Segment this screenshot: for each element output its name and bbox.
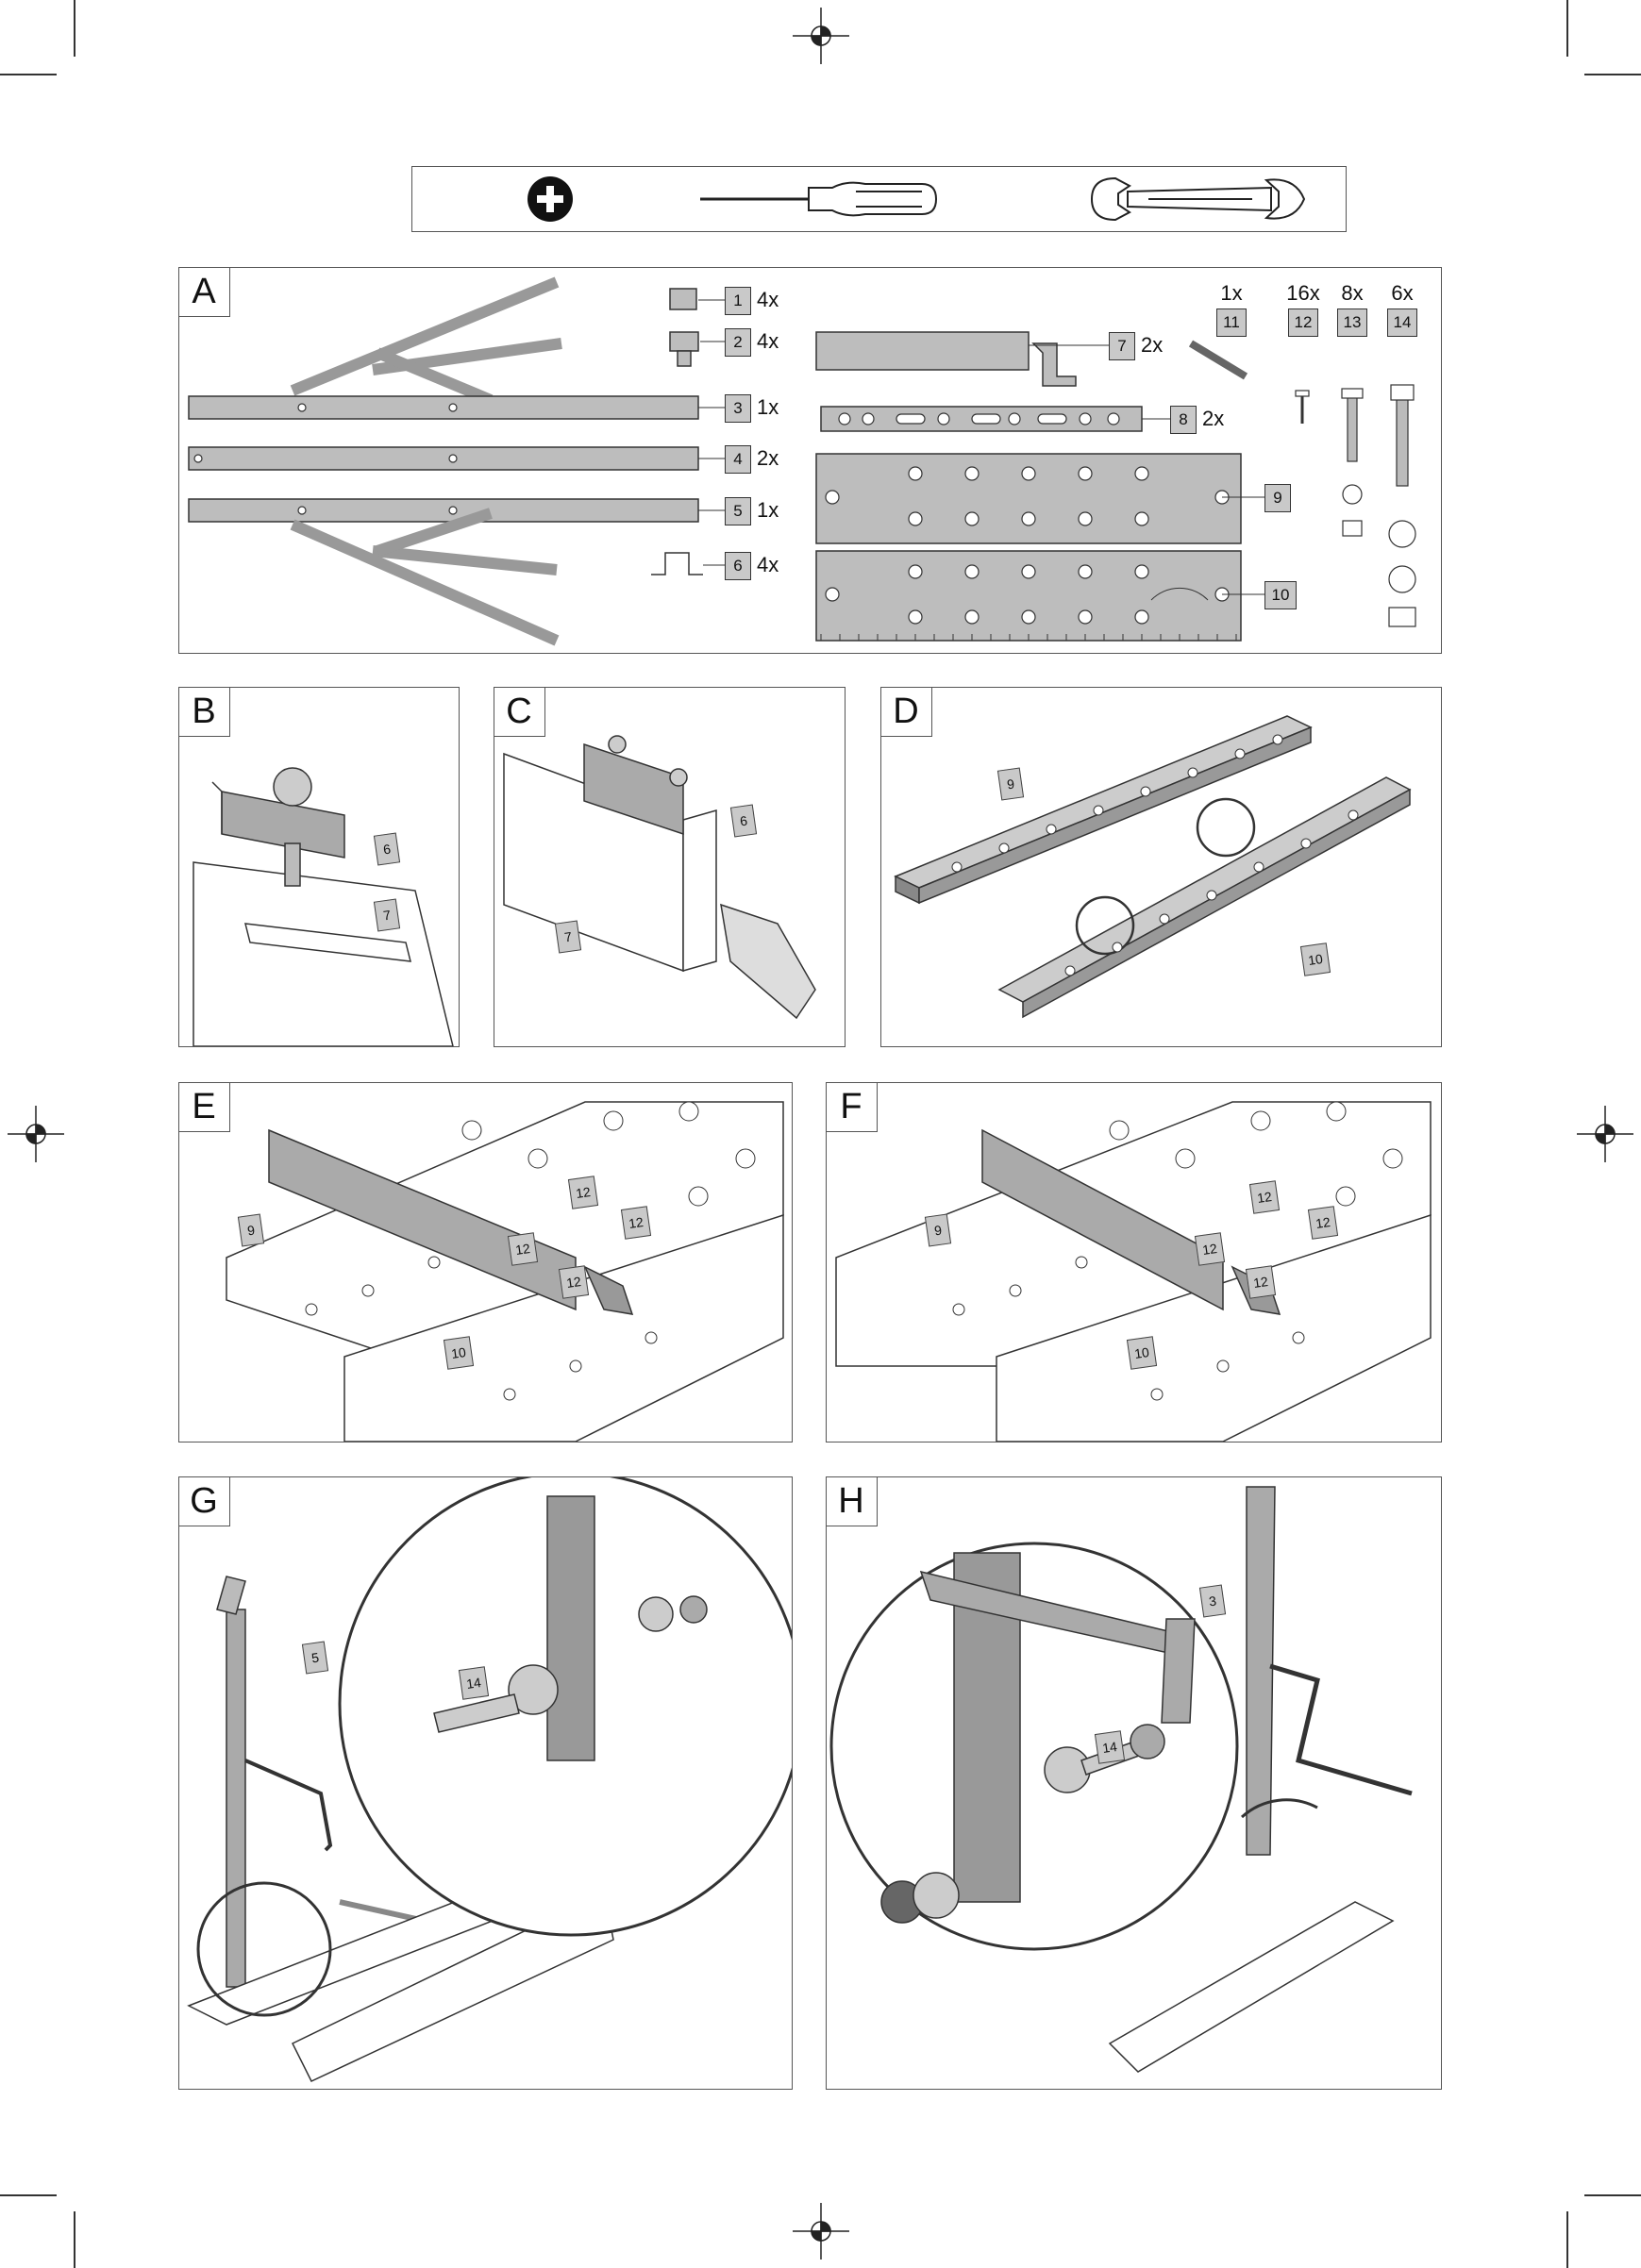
part-label: 5 [725, 497, 751, 525]
panel-f: F 9 10 12 12 12 12 [826, 1082, 1442, 1443]
part-callout: 5 [302, 1641, 328, 1674]
part-callout: 7 [374, 898, 400, 931]
part-label: 11 [1216, 309, 1247, 337]
part-quantity: 16x [1280, 281, 1327, 306]
part-label: 8 [1170, 406, 1197, 434]
part-callout: 10 [444, 1336, 474, 1370]
part-quantity: 1x [757, 395, 779, 420]
panel-letter: A [178, 267, 230, 317]
screwdriver-icon [700, 183, 936, 216]
part-label: 13 [1337, 309, 1367, 337]
part-label: 14 [1387, 309, 1417, 337]
part-callout: 12 [1195, 1232, 1225, 1266]
part-callout: 12 [1249, 1180, 1280, 1214]
part-callout: 12 [559, 1265, 589, 1299]
part-label: 12 [1288, 309, 1318, 337]
part-label: 10 [1264, 581, 1297, 609]
panel-letter: H [826, 1476, 878, 1526]
part-callout: 9 [238, 1213, 264, 1246]
phillips-icon [527, 176, 573, 222]
part-callout: 3 [1199, 1584, 1226, 1617]
part-label: 7 [1109, 332, 1135, 360]
part-quantity: 1x [1208, 281, 1255, 306]
part-callout: 14 [1095, 1730, 1125, 1764]
part-callout: 12 [508, 1232, 538, 1266]
part-callout: 14 [459, 1666, 489, 1700]
part-quantity: 2x [757, 446, 779, 471]
part-label: 4 [725, 445, 751, 474]
part-quantity: 8x [1329, 281, 1376, 306]
panel-b: B 6 7 [178, 687, 460, 1047]
part-label: 9 [1264, 484, 1291, 512]
part-callout: 7 [555, 920, 581, 953]
panel-g: G 5 14 [178, 1476, 793, 2090]
part-label: 3 [725, 394, 751, 423]
part-callout: 12 [1246, 1265, 1276, 1299]
part-quantity: 2x [1202, 407, 1224, 431]
part-quantity: 2x [1141, 333, 1163, 358]
part-callout: 9 [925, 1213, 951, 1246]
part-callout: 6 [730, 804, 757, 837]
part-quantity: 4x [757, 329, 779, 354]
tools-bar [411, 166, 1347, 232]
panel-letter: C [494, 687, 545, 737]
panel-letter: G [178, 1476, 230, 1526]
part-quantity: 4x [757, 288, 779, 312]
part-quantity: 1x [757, 498, 779, 523]
part-quantity: 6x [1379, 281, 1426, 306]
part-label: 2 [725, 328, 751, 357]
panel-a: A [178, 267, 1442, 654]
wrench-icon [1092, 178, 1304, 220]
panel-letter: B [178, 687, 230, 737]
part-callout: 12 [568, 1176, 598, 1209]
part-callout: 9 [997, 767, 1024, 800]
part-quantity: 4x [757, 553, 779, 577]
part-label: 1 [725, 287, 751, 315]
part-callout: 6 [374, 832, 400, 865]
panel-h: H 3 14 [826, 1476, 1442, 2090]
panel-letter: F [826, 1082, 878, 1132]
panel-d: D 9 10 [880, 687, 1442, 1047]
part-callout: 10 [1127, 1336, 1157, 1370]
part-label: 6 [725, 552, 751, 580]
part-callout: 10 [1300, 942, 1331, 976]
panel-e: E 9 10 12 12 12 12 [178, 1082, 793, 1443]
panel-c: C 6 7 [494, 687, 846, 1047]
panel-letter: E [178, 1082, 230, 1132]
part-callout: 12 [1308, 1206, 1338, 1240]
panel-letter: D [880, 687, 932, 737]
part-callout: 12 [621, 1206, 651, 1240]
